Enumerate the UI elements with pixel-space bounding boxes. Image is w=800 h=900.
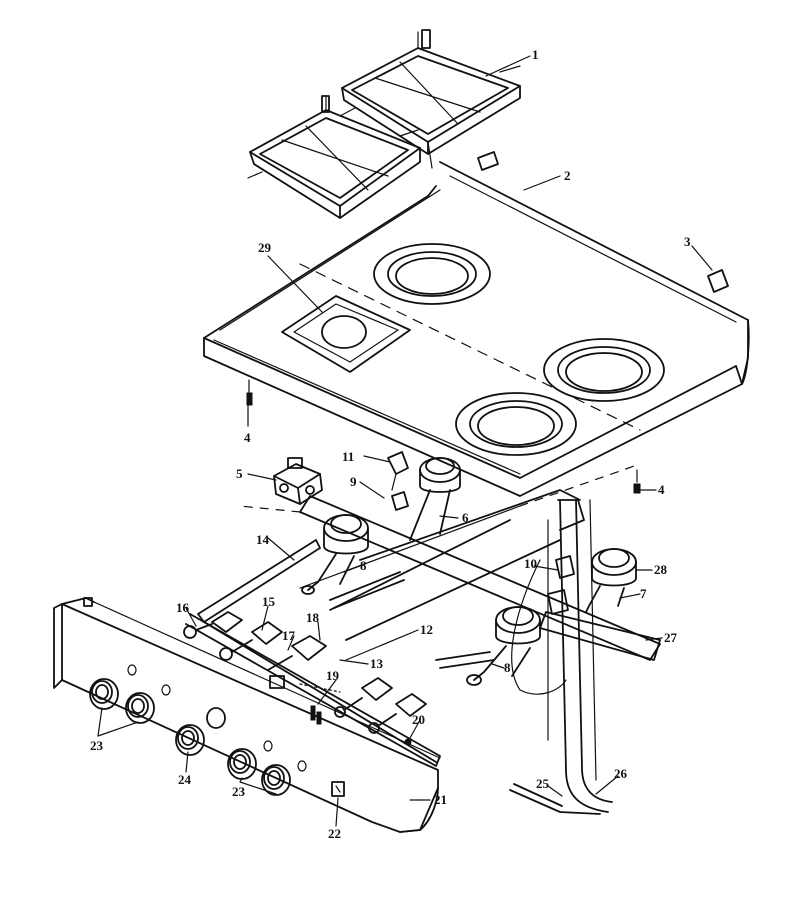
callout-14: 14 (256, 532, 270, 547)
callout-23-upper: 23 (90, 738, 104, 753)
callout-18: 18 (306, 610, 320, 625)
callout-10: 10 (524, 556, 537, 571)
burner-box-frame (239, 463, 661, 815)
screw-left (246, 379, 253, 406)
callout-28: 28 (654, 562, 668, 577)
callout-3: 3 (684, 234, 691, 249)
burner-right (585, 548, 637, 613)
control-panel (53, 597, 441, 833)
valve-2 (219, 621, 283, 661)
spark-wire (299, 683, 341, 693)
air-shutter-tube-upper (329, 571, 405, 609)
burner-opening-front (455, 392, 577, 456)
leader-lines (97, 55, 713, 827)
burner-opening-rear-right (543, 338, 665, 402)
burner-front (435, 606, 541, 686)
callout-23-lower: 23 (232, 784, 246, 799)
callout-21: 21 (434, 792, 447, 807)
callout-25: 25 (536, 776, 550, 791)
callout-27: 27 (664, 630, 678, 645)
screw-right (633, 469, 641, 494)
callout-7: 7 (640, 586, 647, 601)
knob-4 (227, 748, 257, 780)
ignitor-7 (547, 589, 569, 615)
knob-2 (125, 692, 155, 724)
ignitor-11 (387, 451, 409, 491)
callout-19: 19 (326, 668, 340, 683)
simmer-plate (281, 295, 411, 373)
burner-bar-27 (539, 611, 661, 661)
callout-9: 9 (350, 474, 357, 489)
callout-6: 6 (462, 510, 469, 525)
callout-4-right: 4 (658, 482, 665, 497)
callout-8-lower: 8 (504, 660, 511, 675)
callout-24: 24 (178, 772, 192, 787)
valve-1 (183, 611, 243, 639)
valve-4 (334, 677, 393, 718)
callout-16: 16 (176, 600, 190, 615)
knob-3 (175, 724, 205, 756)
callout-15: 15 (262, 594, 276, 609)
callout-4-left: 4 (244, 430, 251, 445)
clip-upper (477, 151, 499, 171)
switch-22 (331, 781, 345, 797)
callout-13: 13 (370, 656, 384, 671)
callout-2: 2 (564, 168, 571, 183)
callout-29: 29 (258, 240, 272, 255)
valve-5 (368, 693, 427, 734)
valve-3 (267, 635, 327, 689)
callout-11: 11 (342, 449, 354, 464)
callout-22: 22 (328, 826, 341, 841)
callout-1: 1 (532, 47, 539, 62)
knob-5 (261, 764, 291, 796)
ignitor-10 (555, 555, 575, 579)
ignitor-9 (391, 491, 409, 511)
callout-labels: 1 2 3 4 4 5 6 7 8 8 9 10 11 12 13 14 15 … (90, 47, 691, 841)
grate-right (339, 29, 521, 169)
panel-holes (127, 664, 307, 772)
burner-left (301, 514, 369, 595)
callout-26: 26 (614, 766, 628, 781)
cooktop-panel (203, 161, 750, 497)
pressure-regulator (273, 457, 323, 505)
callout-8-upper: 8 (360, 558, 367, 573)
callout-5: 5 (236, 466, 243, 481)
callout-17: 17 (282, 628, 296, 643)
burner-opening-rear-left (373, 243, 491, 305)
callout-12: 12 (420, 622, 433, 637)
grate-left (247, 95, 421, 219)
clip-3 (707, 269, 729, 293)
callout-20: 20 (412, 712, 425, 727)
burner-rear-center (409, 457, 461, 541)
knob-1 (89, 678, 119, 710)
